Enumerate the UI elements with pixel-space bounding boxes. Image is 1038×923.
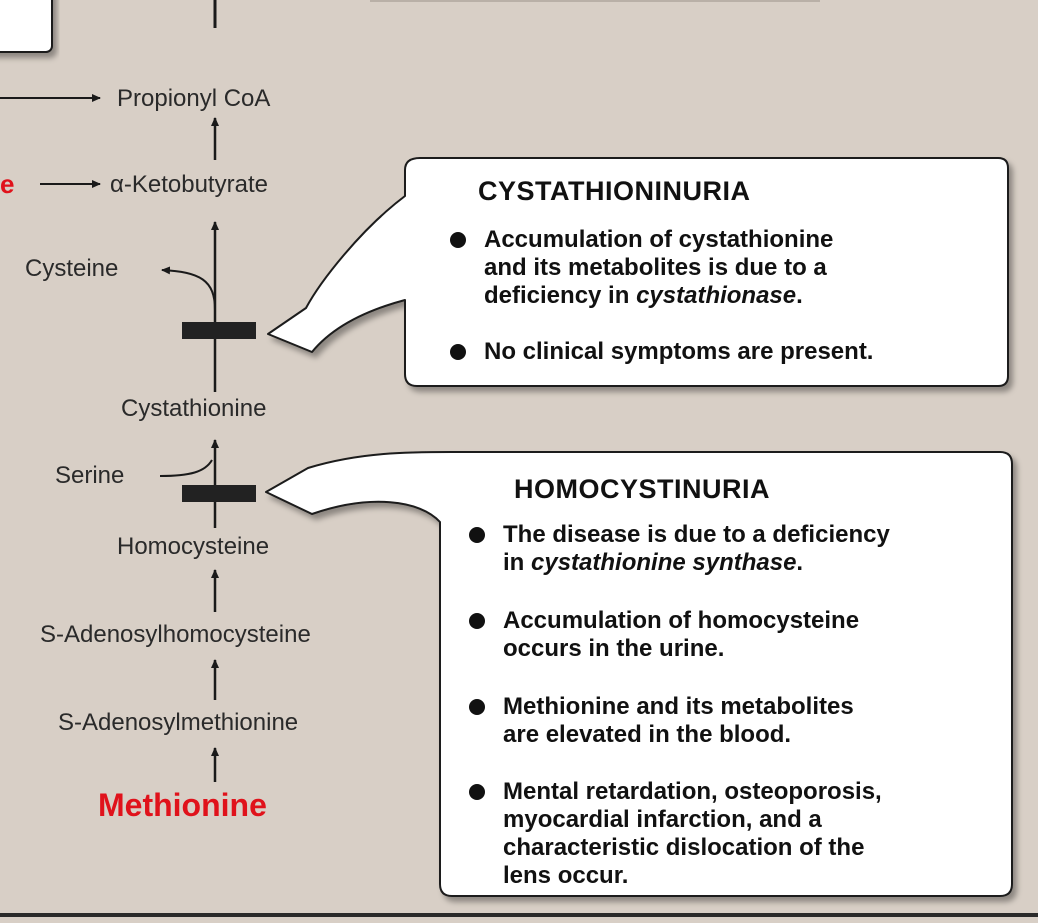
cystathionine-synthase-block-bar [182,485,256,502]
bullet-line: and its metabolites is due to a [484,254,827,281]
top-left-box [0,0,53,53]
bullet-dot-icon [469,699,485,715]
propionyl-coa-label: Propionyl CoA [117,85,270,112]
homocystinuria-bullet-3: Methionine and its metabolites are eleva… [469,693,854,749]
bullet-line: lens occur. [503,862,629,889]
arrow-to-cysteine [161,266,216,311]
homocystinuria-bullet-1: The disease is due to a deficiency in cy… [469,521,890,577]
serine-label: Serine [55,462,124,489]
cystathionine-label: Cystathionine [121,395,266,422]
bullet-line: occurs in the urine. [503,635,725,662]
homocystinuria-bullet-4: Mental retardation, osteoporosis, myocar… [469,778,882,890]
bullet-text: . [796,549,804,576]
bullet-text: deficiency in [484,282,637,309]
bullet-text: in [503,549,531,576]
bullet-line: Accumulation of homocysteine [503,607,860,634]
bullet-line: No clinical symptoms are present. [484,338,874,365]
red-fragment-label: e [0,169,14,199]
homocysteine-label: Homocysteine [117,533,269,560]
serine-join-line [159,459,213,477]
bullet-line: The disease is due to a deficiency [503,521,890,548]
bullet-dot-icon [469,613,485,629]
bullet-dot-icon [450,232,466,248]
bullet-line: Methionine and its metabolites [503,693,854,720]
bullet-dot-icon [450,344,466,360]
cystathioninuria-title: CYSTATHIONINURIA [478,176,751,206]
s-adenosylmethionine-label: S-Adenosylmethionine [58,709,298,736]
s-adenosylhomocysteine-label: S-Adenosylhomocysteine [40,621,311,648]
ketobutyrate-label: α-Ketobutyrate [110,171,268,198]
cysteine-label: Cysteine [25,255,118,282]
cystathionase-block-bar [182,322,256,339]
enzyme-name: cystathionase [636,282,797,309]
bullet-line: deficiency in cystathionase. [484,282,833,310]
bullet-line: are elevated in the blood. [503,721,792,748]
bullet-dot-icon [469,527,485,543]
bullet-line: in cystathionine synthase. [503,549,890,577]
cystathioninuria-bullet-2: No clinical symptoms are present. [450,338,874,366]
bottom-border [0,913,1038,917]
bullet-line: Accumulation of cystathionine [484,226,834,253]
bullet-line: myocardial infarction, and a [503,806,822,833]
bullet-line: characteristic dislocation of the [503,834,865,861]
homocystinuria-title: HOMOCYSTINURIA [514,474,770,504]
enzyme-name: cystathionine synthase [531,549,797,576]
bullet-text: . [796,282,803,309]
cystathioninuria-callout-box [267,157,1009,387]
homocystinuria-bullet-2: Accumulation of homocysteine occurs in t… [469,607,860,663]
homocystinuria-callout-box [265,451,1013,897]
bullet-dot-icon [469,784,485,800]
bullet-line: Mental retardation, osteoporosis, [503,778,882,805]
cystathioninuria-bullet-1: Accumulation of cystathionine and its me… [450,226,834,310]
methionine-label: Methionine [98,787,267,823]
